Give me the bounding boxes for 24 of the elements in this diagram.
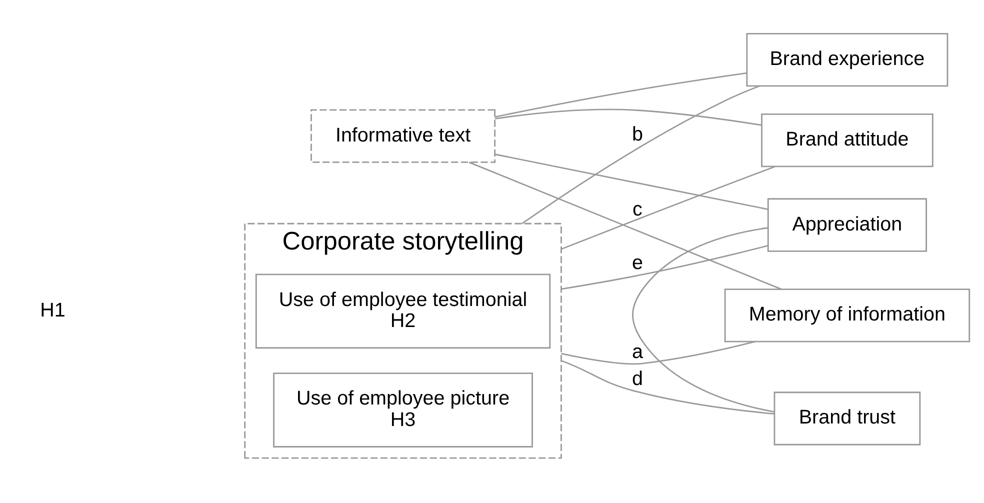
node-box: Brand attitude <box>761 113 934 168</box>
connector <box>494 108 762 126</box>
connector <box>561 245 768 290</box>
edge-label: d <box>632 368 643 390</box>
node-box: Brand trust <box>774 392 921 446</box>
node-box: Use of employee testimonial H2 <box>255 274 551 349</box>
edge-label: a <box>632 341 643 364</box>
node-box: Brand experience <box>746 32 948 87</box>
connector <box>494 72 747 118</box>
edge-label: e <box>632 252 643 274</box>
node-box: Memory of information <box>724 288 970 342</box>
node-box: Informative text <box>310 109 496 163</box>
edge-label: b <box>632 124 643 146</box>
connector <box>495 154 768 210</box>
edge-label: c <box>632 198 642 220</box>
connector <box>560 166 776 250</box>
node-box: Appreciation <box>767 198 927 252</box>
connector <box>560 360 774 415</box>
node-box: Use of employee picture H3 <box>273 372 533 448</box>
label: H1 <box>40 299 66 322</box>
connector <box>468 162 782 290</box>
connector <box>561 340 756 365</box>
connector <box>522 85 760 224</box>
connector <box>632 227 774 412</box>
